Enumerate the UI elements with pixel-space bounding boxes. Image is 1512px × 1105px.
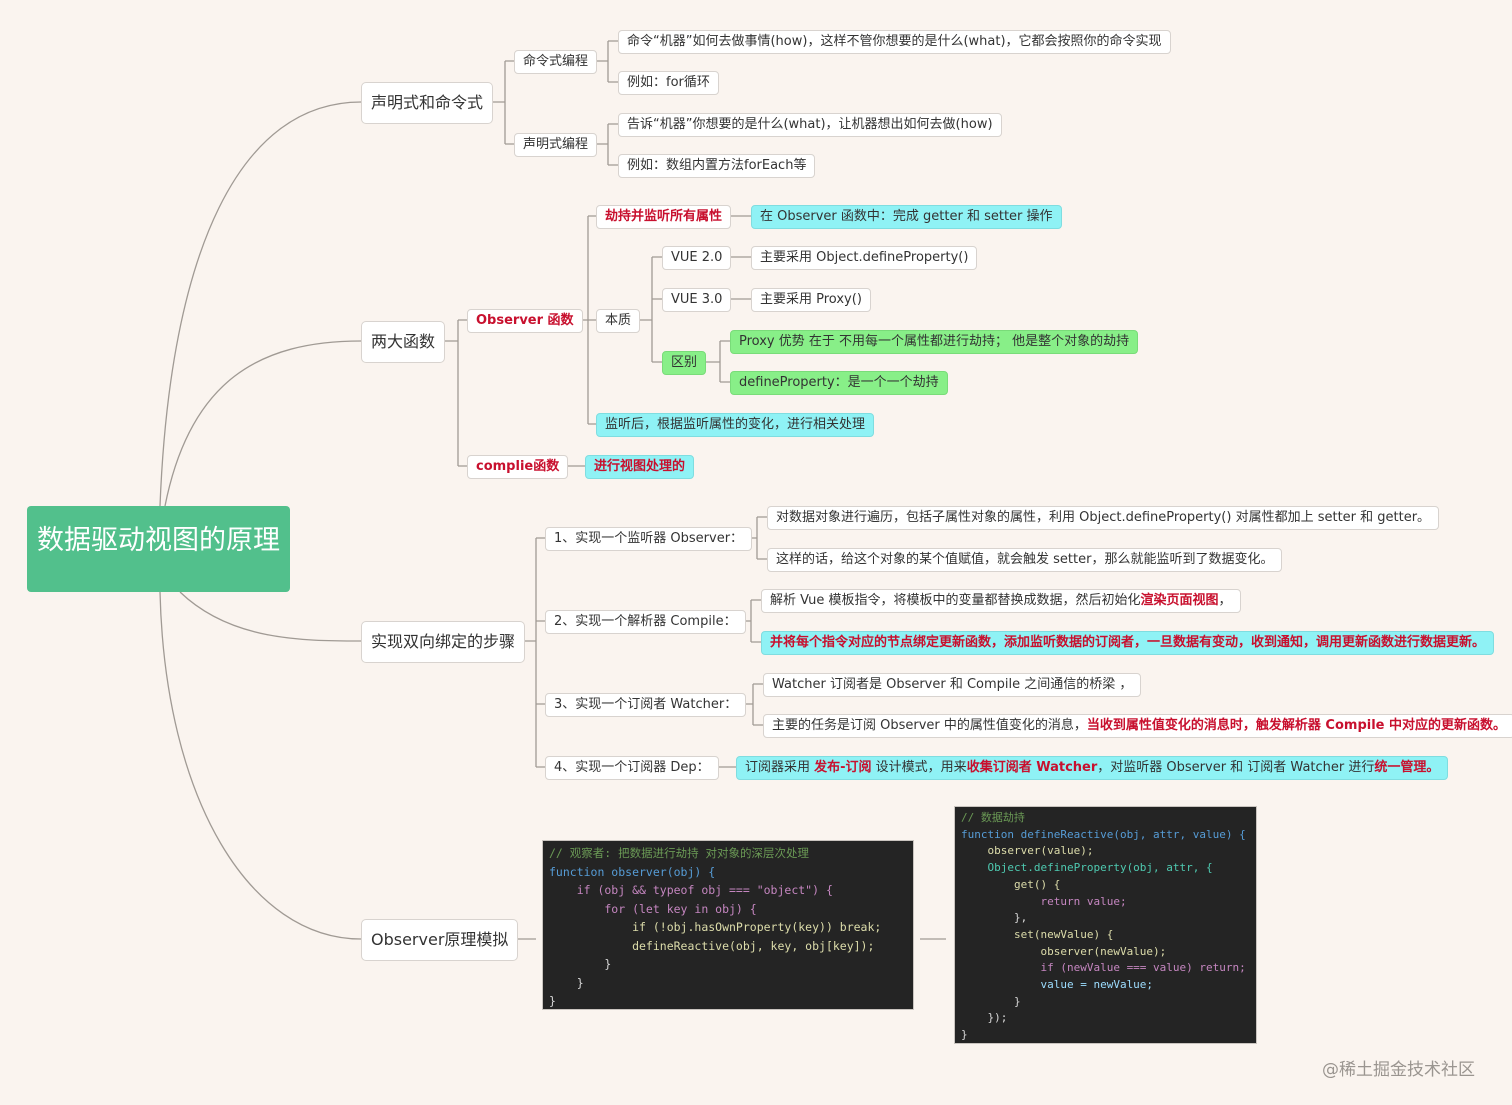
topic-declarative-example[interactable]: 例如：数组内置方法forEach等 [618,154,816,178]
code-image-define-reactive: // 数据劫持 function defineReactive(obj, attr… [954,806,1257,1044]
topic-declarative-programming[interactable]: 声明式编程 [514,133,598,157]
code1-line: } [549,994,556,1008]
step4-highlight-1: 发布-订阅 [814,760,872,775]
code2-line: return value; [961,894,1127,908]
code2-line: } [961,994,1021,1008]
code2-line: observer(newValue); [961,944,1167,958]
code1-line: function observer(obj) { [549,864,716,879]
topic-step3[interactable]: 3、实现一个订阅者 Watcher： [545,693,747,717]
topic-defineproperty-diff[interactable]: defineProperty：是一个一个劫持 [730,371,948,395]
code1-line: // 观察者: 把数据进行劫持 对对象的深层次处理 [549,846,810,860]
code2-line: }, [961,911,1028,925]
code-image-observer: // 观察者: 把数据进行劫持 对对象的深层次处理 function observ… [542,840,914,1010]
code2-line: } [961,1028,968,1042]
topic-essence[interactable]: 本质 [596,309,641,333]
topic-hijack-properties[interactable]: 劫持并监听所有属性 [596,205,732,229]
topic-step3-item1[interactable]: Watcher 订阅者是 Observer 和 Compile 之间通信的桥梁 … [763,673,1142,697]
topic-imperative-example[interactable]: 例如：for循环 [618,71,719,95]
topic-compile-detail[interactable]: 进行视图处理的 [585,455,695,479]
code1-line: } [549,975,584,990]
watermark: @稀土掘金技术社区 [1322,1060,1475,1080]
code1-line: if (obj && typeof obj === "object") { [549,883,833,897]
root-topic[interactable]: 数据驱动视图的原理 [27,506,290,592]
step4-text-1: 订阅器采用 [745,760,815,775]
topic-binding-steps[interactable]: 实现双向绑定的步骤 [361,621,526,663]
topic-step1-item1[interactable]: 对数据对象进行遍历，包括子属性对象的属性，利用 Object.definePro… [767,506,1440,530]
code1-line: if (!obj.hasOwnProperty(key)) break; [549,920,882,934]
code2-line: get() { [961,877,1061,891]
topic-declarative-imperative[interactable]: 声明式和命令式 [361,82,494,124]
step3-item2-highlight: 当收到属性值变化的消息时，触发解析器 Compile 中对应的更新函数。 [1086,718,1507,733]
code2-line: Object.defineProperty(obj, attr, { [961,861,1213,875]
topic-after-listening[interactable]: 监听后，根据监听属性的变化，进行相关处理 [596,413,875,437]
topic-step2-item2[interactable]: 并将每个指令对应的节点绑定更新函数，添加监听数据的订阅者，一旦数据有变动，收到通… [761,631,1495,655]
topic-two-functions[interactable]: 两大函数 [361,321,446,363]
code2-line: if (newValue === value) return; [961,961,1246,975]
topic-proxy-advantage[interactable]: Proxy 优势 在于 不用每一个属性都进行劫持； 他是整个对象的劫持 [730,330,1139,354]
topic-step2-item1[interactable]: 解析 Vue 模板指令，将模板中的变量都替换成数据，然后初始化渲染页面视图， [761,589,1241,613]
topic-vue3-detail[interactable]: 主要采用 Proxy() [751,288,871,312]
step2-item1-tail: ， [1218,593,1232,608]
topic-imperative-desc[interactable]: 命令“机器”如何去做事情(how)，这样不管你想要的是什么(what)，它都会按… [618,30,1171,54]
code1-line: for (let key in obj) { [549,901,757,916]
step4-text-3: ，对监听器 Observer 和 订阅者 Watcher 进行 [1097,760,1375,775]
topic-hijack-detail[interactable]: 在 Observer 函数中：完成 getter 和 setter 操作 [751,205,1062,229]
code2-line: observer(value); [961,844,1094,858]
topic-imperative-programming[interactable]: 命令式编程 [514,50,598,74]
topic-observer-function[interactable]: Observer 函数 [467,309,583,333]
topic-declarative-desc[interactable]: 告诉“机器”你想要的是什么(what)，让机器想出如何去做(how) [618,113,1002,137]
code2-line: set(newValue) { [961,927,1114,941]
topic-step2[interactable]: 2、实现一个解析器 Compile： [545,610,746,634]
topic-vue2-detail[interactable]: 主要采用 Object.defineProperty() [751,246,978,270]
topic-vue2[interactable]: VUE 2.0 [662,246,732,270]
code1-line: } [549,957,612,971]
step4-highlight-3: 统一管理。 [1374,760,1440,775]
step2-item1-highlight: 渲染页面视图 [1140,593,1219,608]
topic-step3-item2[interactable]: 主要的任务是订阅 Observer 中的属性值变化的消息，当收到属性值变化的消息… [763,714,1512,738]
topic-step4-detail[interactable]: 订阅器采用 发布-订阅 设计模式，用来收集订阅者 Watcher，对监听器 Ob… [736,756,1449,780]
code2-line: // 数据劫持 [961,811,1025,824]
code2-line: }); [961,1011,1008,1025]
code1-line: defineReactive(obj, key, obj[key]); [549,938,875,953]
topic-vue3[interactable]: VUE 3.0 [662,288,732,312]
code2-line: value = newValue; [961,978,1154,992]
step4-text-2: 设计模式，用来 [871,760,967,775]
topic-observer-simulation[interactable]: Observer原理模拟 [361,919,519,961]
step2-item1-text: 解析 Vue 模板指令，将模板中的变量都替换成数据，然后初始化 [770,593,1141,608]
root-title: 数据驱动视图的原理 [37,525,280,556]
step3-item2-text: 主要的任务是订阅 Observer 中的属性值变化的消息， [772,718,1087,733]
topic-step4[interactable]: 4、实现一个订阅器 Dep： [545,756,719,780]
topic-step1[interactable]: 1、实现一个监听器 Observer： [545,527,753,551]
topic-difference[interactable]: 区别 [662,351,707,375]
topic-step1-item2[interactable]: 这样的话，给这个对象的某个值赋值，就会触发 setter，那么就能监听到了数据变… [767,548,1283,572]
topic-compile-function[interactable]: complie函数 [467,455,569,479]
code2-line: function defineReactive(obj, attr, value… [961,827,1246,841]
step4-highlight-2: 收集订阅者 Watcher [966,760,1098,775]
